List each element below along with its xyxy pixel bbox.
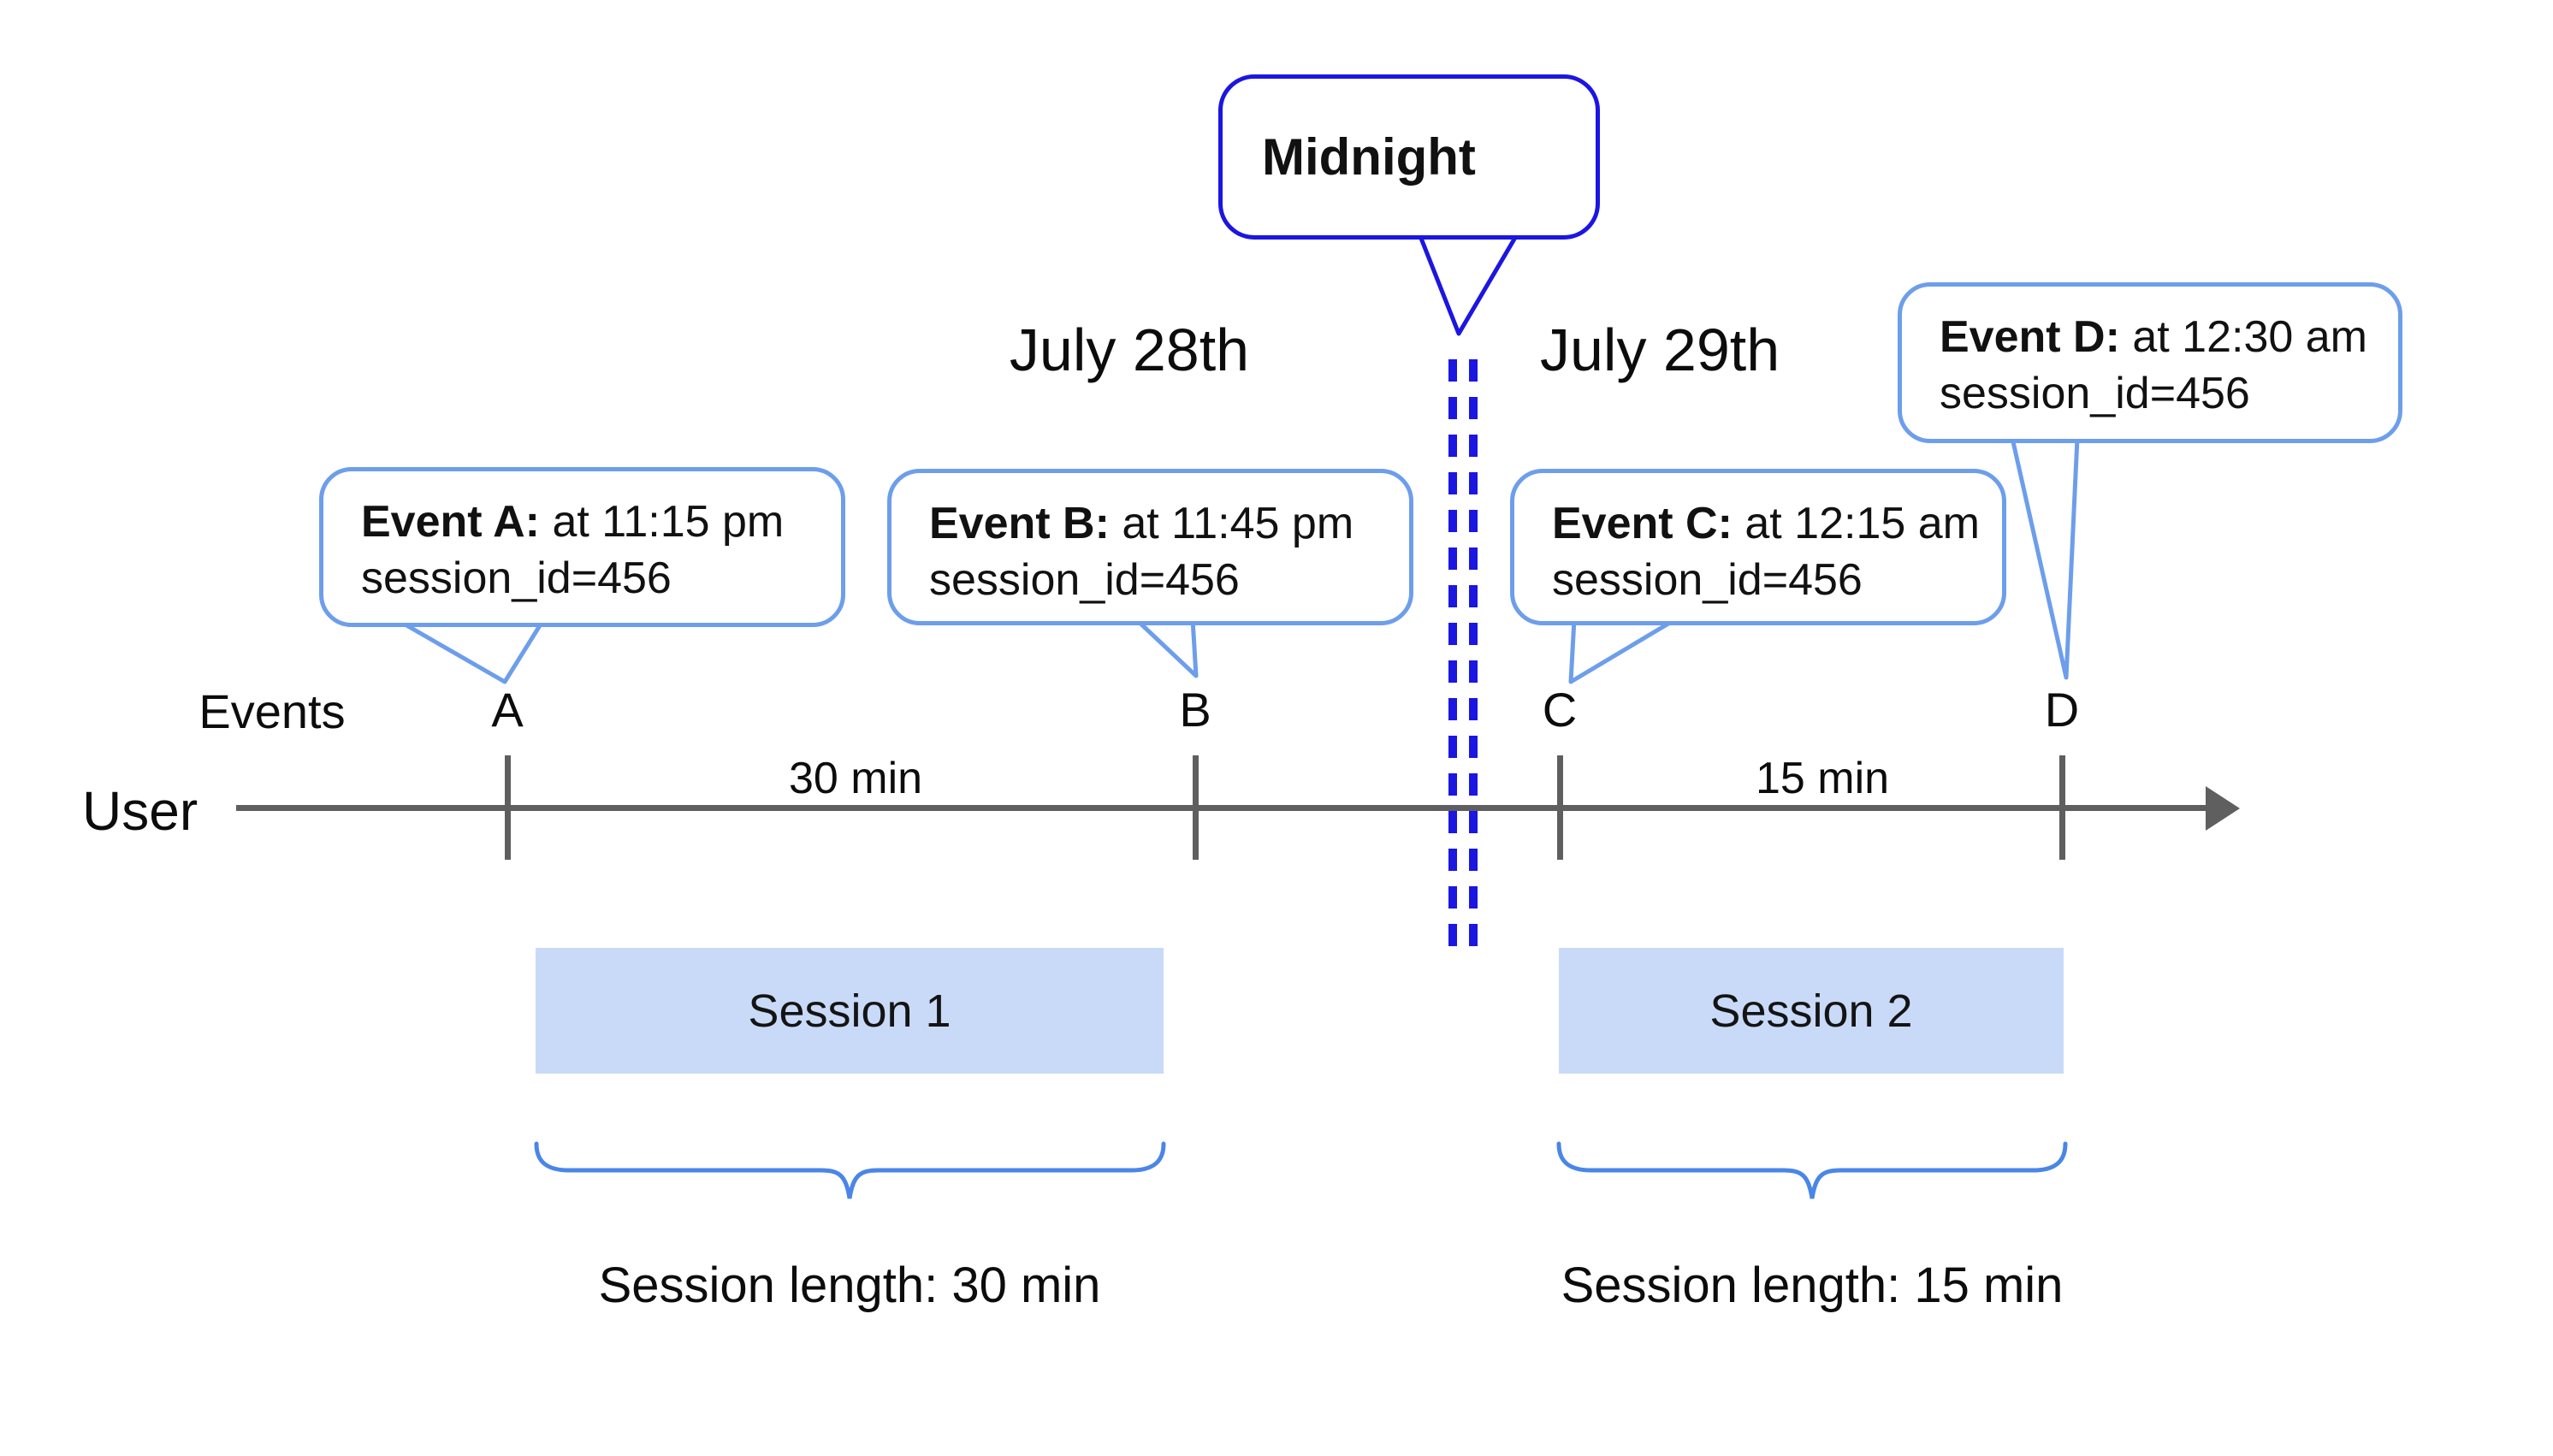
- event-b-session-id: session_id=456: [929, 555, 1240, 605]
- date-label-july-29: July 29th: [1540, 317, 1780, 383]
- events-row-label: Events: [198, 684, 346, 738]
- event-a-session-id: session_id=456: [361, 553, 672, 603]
- event-b-name: Event B:: [929, 499, 1110, 548]
- event-c-time: at 12:15 am: [1732, 499, 1980, 548]
- event-c-name: Event C:: [1552, 499, 1733, 548]
- event-d-line-1: Event D: at 12:30 am: [1940, 309, 2398, 365]
- event-bubble-a: Event A: at 11:15 pm session_id=456: [319, 467, 845, 627]
- timeline-axis: [236, 805, 2207, 811]
- tick-d: [2059, 755, 2065, 860]
- tick-label-d: D: [2044, 683, 2080, 737]
- event-c-line-1: Event C: at 12:15 am: [1552, 495, 2002, 552]
- tick-label-c: C: [1542, 683, 1578, 737]
- session-1-length-label: Session length: 30 min: [598, 1258, 1101, 1313]
- event-bubble-c: Event C: at 12:15 am session_id=456: [1510, 469, 2006, 625]
- event-bubble-d: Event D: at 12:30 am session_id=456: [1898, 282, 2402, 443]
- tick-a: [505, 755, 511, 860]
- session-1-box: Session 1: [536, 948, 1164, 1074]
- event-bubble-b: Event B: at 11:45 pm session_id=456: [887, 469, 1413, 625]
- event-a-line-1: Event A: at 11:15 pm: [361, 494, 841, 550]
- event-a-name: Event A:: [361, 497, 540, 547]
- session-2-length-label: Session length: 15 min: [1561, 1258, 2064, 1313]
- interval-label-15-min: 15 min: [1755, 754, 1890, 803]
- session-2-box: Session 2: [1559, 948, 2064, 1074]
- tick-label-b: B: [1179, 683, 1211, 737]
- event-bubble-d-tail: [2010, 435, 2080, 680]
- midnight-callout-tail: [1418, 229, 1519, 336]
- event-d-name: Event D:: [1940, 312, 2120, 362]
- midnight-divider-dash-left: [1448, 359, 1457, 951]
- session-2-label: Session 2: [1709, 985, 1913, 1037]
- session-1-label: Session 1: [748, 985, 951, 1037]
- event-a-time: at 11:15 pm: [540, 497, 785, 547]
- event-d-session-id: session_id=456: [1940, 369, 2250, 418]
- event-c-session-id: session_id=456: [1552, 555, 1863, 605]
- tick-b: [1193, 755, 1199, 860]
- timeline-arrow-icon: [2206, 786, 2240, 831]
- date-label-july-28: July 28th: [1009, 317, 1250, 383]
- tick-c: [1557, 755, 1563, 860]
- event-bubble-a-tail: [400, 618, 544, 684]
- event-b-time: at 11:45 pm: [1109, 499, 1354, 548]
- interval-label-30-min: 30 min: [788, 754, 923, 803]
- session-2-brace: [1556, 1141, 2068, 1199]
- user-row-label: User: [82, 780, 198, 842]
- midnight-callout: Midnight: [1218, 74, 1600, 240]
- session-1-brace: [534, 1141, 1166, 1199]
- event-bubble-c-tail: [1568, 616, 1675, 684]
- midnight-divider-dash-right: [1469, 359, 1478, 951]
- event-b-line-1: Event B: at 11:45 pm: [929, 495, 1409, 552]
- tick-label-a: A: [491, 683, 524, 737]
- event-d-time: at 12:30 am: [2119, 312, 2367, 362]
- midnight-callout-label: Midnight: [1262, 128, 1476, 186]
